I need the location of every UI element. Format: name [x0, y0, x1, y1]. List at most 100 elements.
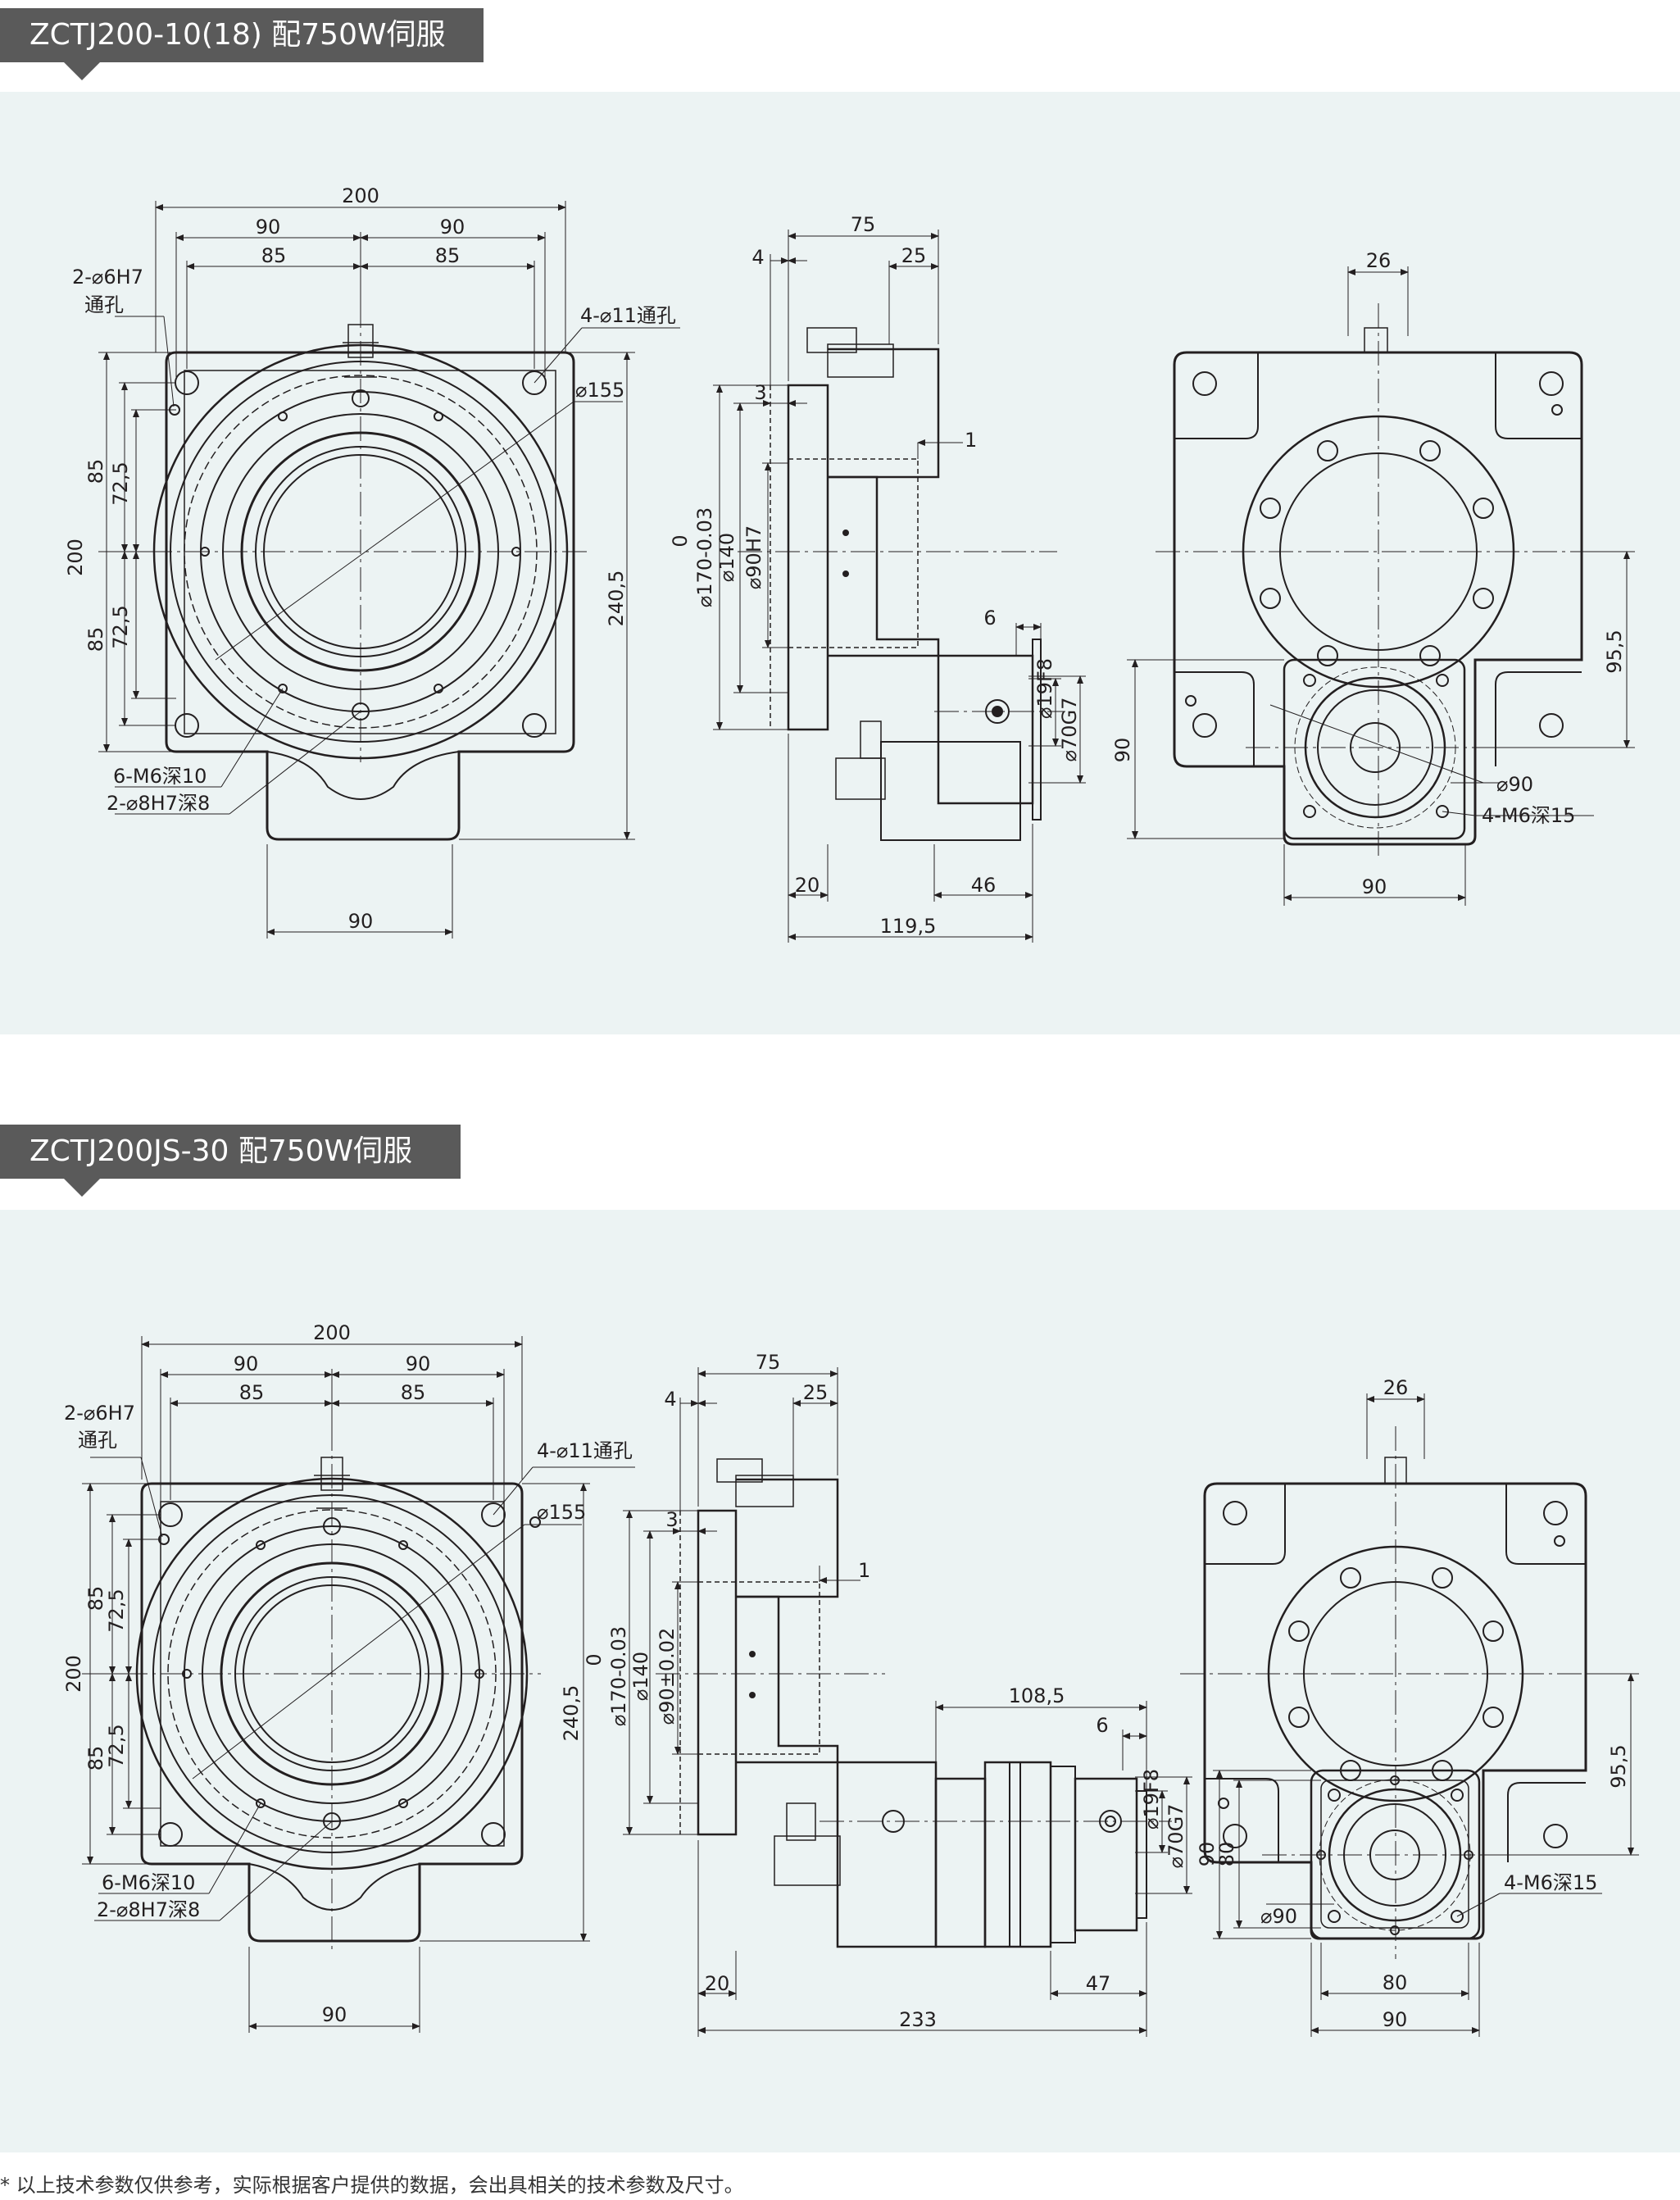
- rear2-80-side: 80: [1215, 1842, 1238, 1867]
- side1-25: 25: [901, 244, 927, 267]
- side-view-1-dimensions: [713, 230, 1086, 943]
- side2-6: 6: [1096, 1714, 1108, 1737]
- front2-dia155: ⌀155: [537, 1501, 586, 1524]
- side1-75: 75: [851, 213, 876, 236]
- rear2-dia90: ⌀90: [1260, 1905, 1297, 1928]
- front1-hole2b: 通孔: [84, 293, 124, 316]
- front1-200: 200: [342, 184, 379, 207]
- front-view-2: [123, 1426, 582, 1951]
- front2-725a: 72,5: [105, 1589, 128, 1632]
- side1-46: 46: [971, 874, 997, 897]
- front1-2405: 240,5: [605, 570, 628, 627]
- side1-20: 20: [795, 874, 820, 897]
- front1-90-left: 90: [256, 216, 281, 239]
- front2-85a: 85: [84, 1586, 107, 1611]
- side-view-2: [656, 1458, 1172, 1948]
- side2-3: 3: [665, 1508, 678, 1531]
- side1-1195: 119,5: [880, 915, 937, 938]
- side2-4: 4: [664, 1388, 676, 1411]
- side1-90h7: ⌀90H7: [742, 525, 765, 589]
- front1-hole4: 4-⌀11通孔: [580, 304, 676, 327]
- rear2-90-side: 90: [1196, 1842, 1219, 1867]
- front2-200-side: 200: [62, 1655, 85, 1693]
- front1-85-right: 85: [435, 244, 461, 267]
- section-1-drawings: [98, 201, 1635, 943]
- front2-2405: 240,5: [560, 1685, 583, 1742]
- side2-25: 25: [803, 1381, 829, 1404]
- side1-19f8: ⌀19F8: [1033, 658, 1056, 719]
- side1-1: 1: [965, 429, 977, 452]
- front2-90-right: 90: [406, 1352, 431, 1375]
- front2-hole2b: 通孔: [78, 1429, 117, 1452]
- side1-70g7: ⌀70G7: [1058, 698, 1081, 762]
- rear1-26: 26: [1366, 249, 1392, 272]
- front2-85-right: 85: [401, 1381, 426, 1404]
- side2-0: 0: [583, 1653, 606, 1666]
- side2-70g7: ⌀70G7: [1165, 1804, 1187, 1869]
- front1-90-bottom: 90: [348, 910, 374, 933]
- side1-140: ⌀140: [715, 533, 738, 582]
- drawing-panel-1: [0, 92, 1680, 1034]
- front1-90-right: 90: [440, 216, 465, 239]
- front2-725b: 72,5: [105, 1724, 128, 1767]
- rear-view-1: [1156, 303, 1606, 861]
- front1-hole2: 2-⌀6H7: [72, 266, 143, 289]
- front-view-1-dimensions: [98, 201, 680, 939]
- rear2-80-bottom: 80: [1383, 1971, 1408, 1994]
- side2-75: 75: [756, 1351, 781, 1374]
- front-view-2-dimensions: [82, 1336, 635, 2033]
- section-title-1: ZCTJ200-10(18) 配750W伺服接口: [0, 8, 484, 106]
- front1-85b: 85: [84, 627, 107, 652]
- rear1-m6-15: 4-M6深15: [1482, 804, 1575, 827]
- side2-19f8: ⌀19F8: [1140, 1769, 1163, 1830]
- section-1-labels: 200 90 90 85 85 2-⌀6H7 通孔 4-⌀11通孔 ⌀155 2…: [64, 184, 1626, 938]
- side2-47: 47: [1086, 1972, 1111, 1995]
- side2-233: 233: [899, 2008, 937, 2031]
- rear-view-1-dimensions: [1127, 266, 1635, 906]
- rear2-m6-15: 4-M6深15: [1504, 1871, 1597, 1894]
- side-view-1: [738, 327, 1065, 841]
- front1-725b: 72,5: [109, 605, 132, 648]
- front2-hole4: 4-⌀11通孔: [537, 1439, 633, 1462]
- front2-90-bottom: 90: [322, 2003, 347, 2026]
- front1-h8: 2-⌀8H7深8: [107, 792, 210, 815]
- front1-200-side: 200: [64, 539, 87, 576]
- rear-view-2: [1180, 1426, 1606, 1959]
- front1-85a: 85: [84, 459, 107, 484]
- front2-90-left: 90: [234, 1352, 259, 1375]
- front1-m6: 6-M6深10: [113, 765, 207, 788]
- section-2-drawings: [82, 1336, 1639, 2037]
- rear2-26: 26: [1383, 1376, 1409, 1399]
- rear1-dia90: ⌀90: [1496, 773, 1533, 796]
- section-2-labels: 200 90 90 85 85 2-⌀6H7 通孔 4-⌀11通孔 ⌀155 2…: [62, 1321, 1630, 2031]
- side2-170: ⌀170-0.03: [607, 1626, 630, 1726]
- front1-85-left: 85: [261, 244, 287, 267]
- front2-h8: 2-⌀8H7深8: [97, 1898, 200, 1921]
- front-view-1: [148, 303, 623, 841]
- side2-90: ⌀90±0.02: [656, 1628, 679, 1725]
- side-view-2-dimensions: [623, 1367, 1192, 2037]
- side1-170: ⌀170-0.03: [693, 507, 716, 607]
- side2-1085: 108,5: [1009, 1684, 1065, 1707]
- side2-1: 1: [858, 1559, 870, 1582]
- footnote: * 以上技术参数仅供参考，实际根据客户提供的数据，会出具相关的技术参数及尺寸。: [0, 2174, 744, 2197]
- rear1-90-bottom: 90: [1362, 875, 1387, 898]
- rear-view-2-dimensions: [1213, 1393, 1639, 2037]
- rear1-90-side: 90: [1111, 738, 1134, 763]
- section-title-2: ZCTJ200JS-30 配750W伺服接口: [0, 1125, 461, 1222]
- side1-6: 6: [983, 607, 996, 630]
- side2-20: 20: [705, 1972, 730, 1995]
- side1-4: 4: [751, 246, 764, 269]
- side1-0: 0: [669, 534, 692, 547]
- front1-dia155: ⌀155: [575, 379, 624, 402]
- front2-85-left: 85: [239, 1381, 265, 1404]
- rear2-90-bottom: 90: [1383, 2008, 1408, 2031]
- front2-m6: 6-M6深10: [102, 1871, 195, 1894]
- rear2-955: 95,5: [1607, 1744, 1630, 1788]
- front2-85b: 85: [84, 1746, 107, 1771]
- side1-3: 3: [754, 381, 766, 404]
- front2-hole2: 2-⌀6H7: [64, 1402, 135, 1425]
- front1-725a: 72,5: [109, 461, 132, 505]
- side2-140: ⌀140: [629, 1652, 652, 1701]
